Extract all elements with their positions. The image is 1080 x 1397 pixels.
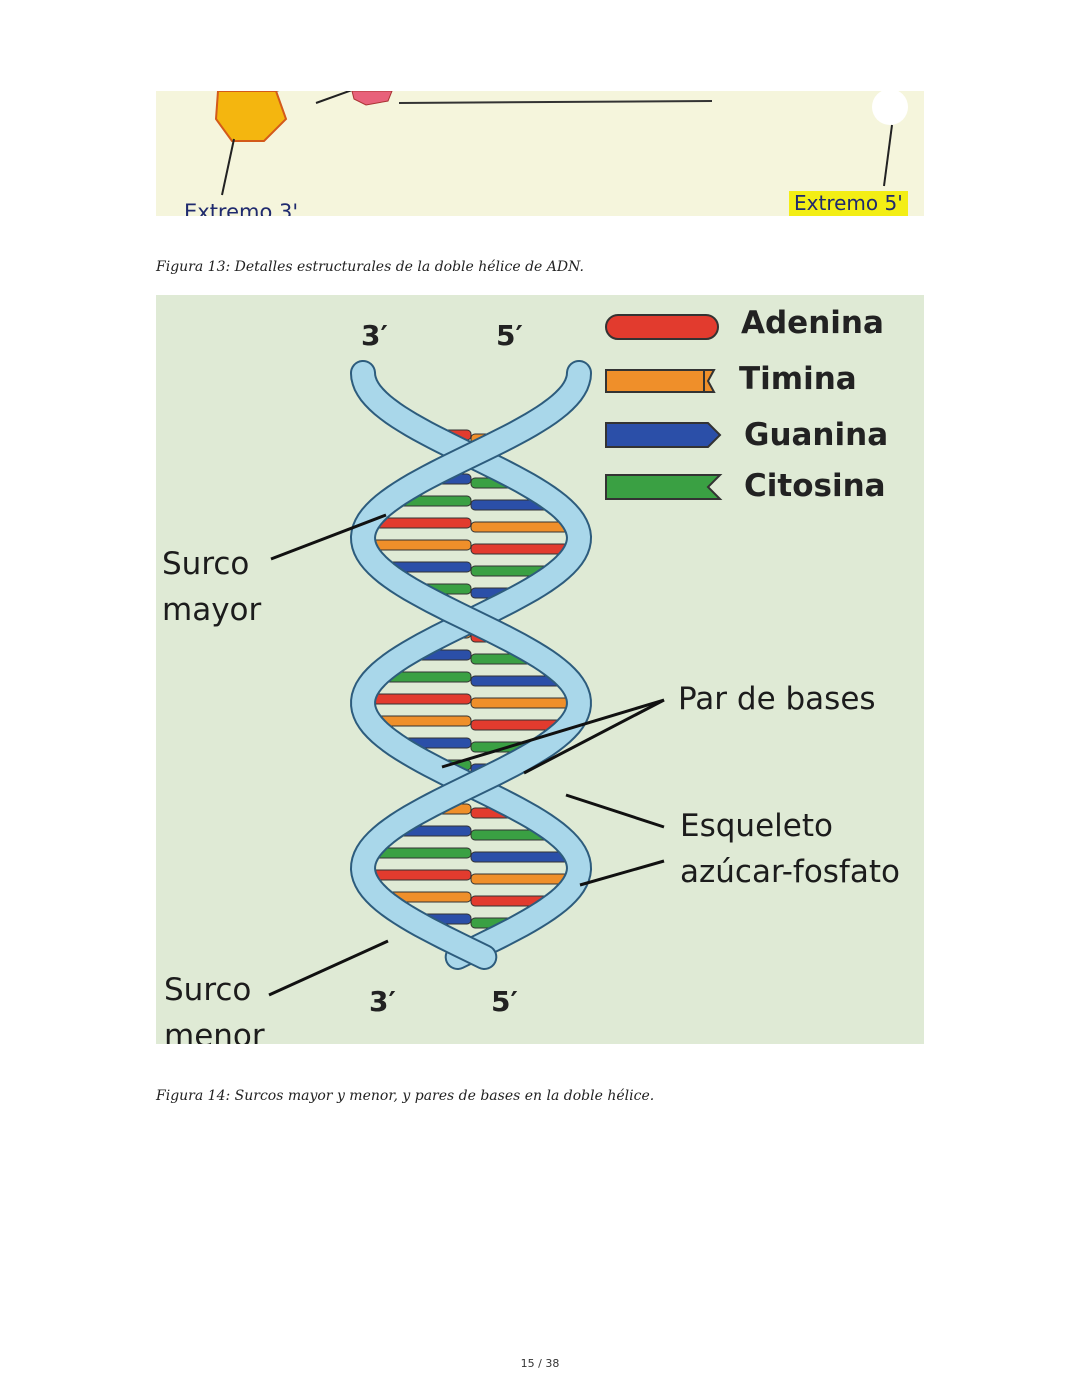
phosphate-shape [351,91,393,106]
legend-label-adenina: Adenina [741,305,884,341]
dna-helix-illustration [268,314,723,997]
legend-guanine-bar [605,422,722,448]
pointer-par-bases-2 [523,698,665,775]
surco-mayor-line1: Surco [162,546,250,582]
end-label-bottom-5prime: 5′ [491,985,518,1018]
pointer-line [883,124,893,187]
legend-label-citosina: Citosina [744,468,886,504]
legend-adenine-bar [605,314,719,340]
white-circle [872,91,908,125]
esqueleto-label: Esqueleto azúcar-fosfato [680,803,900,895]
pointer-line [221,138,235,196]
surco-menor-line2: menor [164,1018,265,1044]
end-label-top-5prime: 5′ [496,319,523,352]
legend-thymine-bar [605,369,716,393]
pointer-esqueleto-2 [579,859,665,887]
legend-label-guanina: Guanina [744,417,889,453]
surco-mayor-label: Surco mayor [162,541,261,633]
figure-13-fragment: Extremo 3' Extremo 5' [156,91,924,216]
base-pair-segment [362,693,472,705]
end-label-bottom-3prime: 3′ [369,985,396,1018]
par-de-bases-label: Par de bases [678,681,876,717]
page-number: 15 / 38 [520,1357,560,1370]
extremo-5-label: Extremo 5' [789,191,908,216]
pointer-par-bases-1 [441,698,665,769]
base-pair-segment [470,697,580,709]
pointer-surco-menor [268,939,389,997]
surco-menor-label: Surco menor [164,967,265,1044]
figure-14-caption: Figura 14: Surcos mayor y menor, y pares… [156,1088,655,1104]
figure-14-dna-helix: Adenina Timina Guanina Citosina 3′ 5′ 3′… [156,295,924,1044]
surco-menor-line1: Surco [164,972,252,1008]
figure-13-caption: Figura 13: Detalles estructurales de la … [156,259,584,275]
nucleotide-diagram [214,91,908,196]
legend-cytosine-bar [605,474,723,500]
sugar-pentagon [214,91,288,142]
extremo-3-label: Extremo 3' [184,200,299,216]
pointer-esqueleto-1 [565,793,665,829]
esqueleto-line1: Esqueleto [680,808,833,844]
bond-line [398,100,713,104]
surco-mayor-line2: mayor [162,592,262,628]
base-pair-segment [363,869,472,881]
pointer-surco-mayor [270,513,387,561]
end-label-top-3prime: 3′ [361,319,388,352]
esqueleto-line2: azúcar-fosfato [680,854,900,890]
base-pair-segment [363,539,472,551]
legend-label-timina: Timina [739,361,857,397]
